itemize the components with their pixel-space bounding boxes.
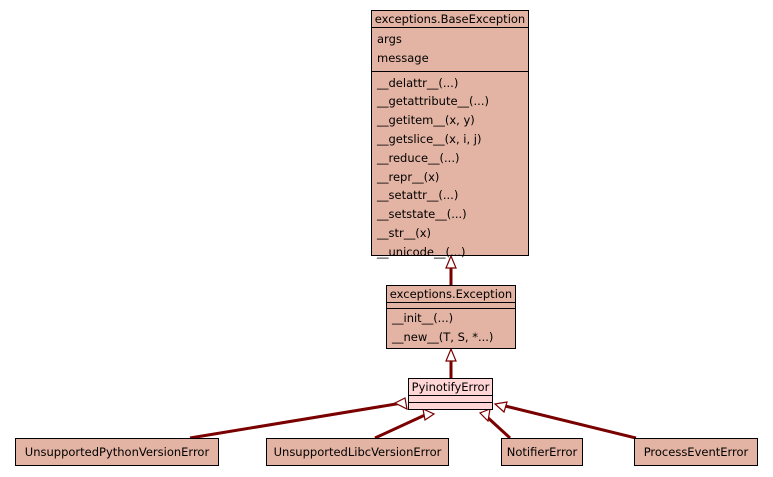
attribute-row: args: [377, 32, 402, 46]
method-row: __new__(T, S, *...): [392, 329, 494, 344]
attributes-section: [409, 396, 492, 403]
edge-unsupportedlibc-to-pyinotifyerror: [374, 413, 426, 440]
class-unsupported-libc-version-error[interactable]: UnsupportedLibcVersionError: [266, 438, 449, 466]
class-base-exception[interactable]: exceptions.BaseException args message __…: [371, 10, 529, 259]
methods-section: __delattr__(...) __getattribute__(...) _…: [372, 72, 528, 265]
arrowhead-pyinotify-midright: [478, 408, 491, 423]
attributes-section: args message: [372, 28, 528, 72]
class-title: exceptions.Exception: [387, 286, 515, 303]
method-row: __unicode__(...): [377, 244, 466, 259]
method-row: __repr__(x): [377, 169, 440, 184]
method-row: __reduce__(...): [377, 150, 460, 165]
arrowhead-pyinotify-midleft: [422, 407, 436, 422]
class-process-event-error[interactable]: ProcessEventError: [634, 438, 758, 466]
methods-section: __init__(...) __new__(T, S, *...): [387, 309, 515, 347]
class-pyinotify-error[interactable]: PyinotifyError: [408, 378, 493, 410]
method-row: __setattr__(...): [377, 188, 459, 203]
method-row: __setstate__(...): [377, 207, 467, 222]
class-unsupported-python-version-error[interactable]: UnsupportedPythonVersionError: [15, 438, 219, 466]
attributes-section: [387, 303, 515, 309]
arrowhead-exception: [445, 347, 457, 362]
method-row: __str__(x): [377, 225, 432, 240]
class-title: exceptions.BaseException: [372, 11, 528, 28]
attribute-row: message: [377, 50, 429, 65]
edge-unsupportedpython-to-pyinotifyerror: [189, 401, 403, 440]
arrowhead-baseexception: [445, 254, 457, 269]
method-row: __delattr__(...): [377, 75, 459, 90]
class-exception[interactable]: exceptions.Exception __init__(...) __new…: [386, 285, 516, 349]
edge-processeventerror-to-pyinotifyerror: [500, 403, 637, 440]
method-row: __getitem__(x, y): [377, 113, 475, 128]
class-notifier-error[interactable]: NotifierError: [501, 438, 583, 466]
arrowhead-pyinotify-left: [393, 397, 408, 411]
edge-notifiererror-to-pyinotifyerror: [484, 414, 512, 440]
arrowhead-pyinotify-right: [493, 401, 508, 414]
method-row: __getslice__(x, i, j): [377, 131, 482, 146]
methods-section: [409, 403, 492, 409]
class-title: PyinotifyError: [409, 379, 492, 396]
method-row: __init__(...): [392, 311, 454, 325]
method-row: __getattribute__(...): [377, 94, 489, 109]
